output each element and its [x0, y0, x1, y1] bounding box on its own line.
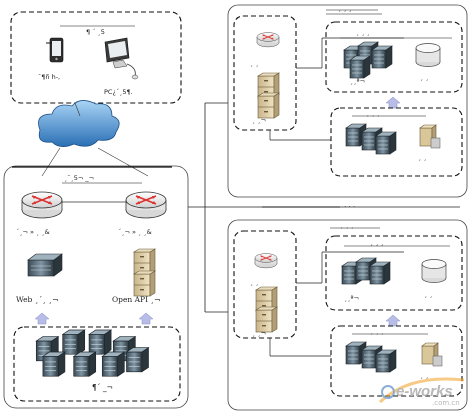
openapi-label: Open API ¸¬ [112, 295, 161, 304]
client-box-label: ¶ ´ ¸5 [86, 28, 105, 36]
watermark-domain: .com.cn [432, 399, 460, 407]
arrow-up-icon [385, 96, 401, 109]
cabinet-label-top: ¸ ¸¬ [252, 116, 267, 124]
region-box-top [227, 4, 468, 198]
arrow-up-icon [138, 312, 154, 325]
server-group-icon [343, 41, 393, 79]
storage-box-bottom [325, 235, 463, 311]
router-label-top: ¸ ¸ [250, 59, 259, 67]
region-title-bottom: ¸ ¸ ¸ [340, 221, 354, 229]
cluster-label: ¶´ _¬ [92, 383, 113, 392]
network-box-top [233, 15, 297, 131]
server-rack-icon [345, 341, 397, 373]
arrow-up-icon [34, 312, 50, 325]
router1-label: ´¸¬ » ¸ ¸& [16, 228, 50, 236]
router-icon [254, 253, 278, 269]
cabinet-label-bottom: ¸ ¸¬ [252, 329, 267, 337]
watermark-text: e-works [396, 383, 453, 400]
database-icon [421, 259, 447, 283]
group-title-top: ¸ ¸ ¸ [356, 28, 370, 36]
web-server-icon [27, 253, 63, 277]
web-label: Web ¸´¸ ¸¬ [16, 295, 59, 304]
lower-label-bottom: ¸ ¸ [420, 371, 429, 379]
left-main-box [3, 165, 189, 409]
cabinet-icon [257, 72, 280, 119]
compute-box-top [330, 107, 463, 177]
mobile-label: ¯¶ñ h-, [38, 73, 61, 81]
tower-server-icon [419, 124, 441, 149]
server-cluster-icon [35, 329, 149, 377]
cloud-icon [38, 100, 120, 147]
database-icon [415, 43, 441, 67]
region-title-top: ¸ ¸ ¸ [338, 4, 352, 12]
client-box [10, 11, 182, 104]
db-label-bottom: ¸ ¸ [424, 290, 433, 298]
router-icon-left [21, 191, 63, 219]
router-icon-right [125, 191, 167, 219]
lower-label-top: ¸ ¸ [418, 153, 427, 161]
left-main-label: ¸¯¸5¬ _¬ [64, 174, 95, 182]
api-cabinet-icon [133, 248, 156, 297]
arrow-up-icon [385, 314, 401, 327]
compute-box-bottom [330, 325, 463, 397]
servers-label-bottom: ¸¸ª¬ [344, 294, 360, 302]
cluster-box [13, 326, 181, 402]
pc-label: PC¿´¸5¶. [104, 88, 133, 96]
server-group-icon [341, 257, 391, 285]
region-box-bottom [227, 219, 468, 411]
lower-title-top: ¸ ¸ ¸ [366, 109, 380, 117]
server-rack-icon [345, 123, 397, 155]
pc-icon [104, 37, 139, 80]
servers-label-top: ¸¸ª¬ [350, 77, 366, 85]
cabinet-icon [255, 286, 278, 333]
db-label-top: ¸ ¸ [420, 73, 429, 81]
router-label-bottom: ¸ ¸ [250, 278, 259, 286]
mobile-phone-icon [46, 37, 64, 63]
router2-label: ´¸¬ » ¸ ¸& [118, 228, 152, 236]
storage-box-top [325, 21, 463, 93]
lower-title-bottom: ¸ ¸ ¸ [370, 327, 384, 335]
router-icon [256, 32, 280, 48]
e-works-logo [378, 377, 465, 404]
group-title-bottom: ¸ ¸ ¸ [370, 238, 384, 246]
ellipsis: · · · [344, 203, 356, 211]
tower-server-icon [421, 342, 443, 367]
